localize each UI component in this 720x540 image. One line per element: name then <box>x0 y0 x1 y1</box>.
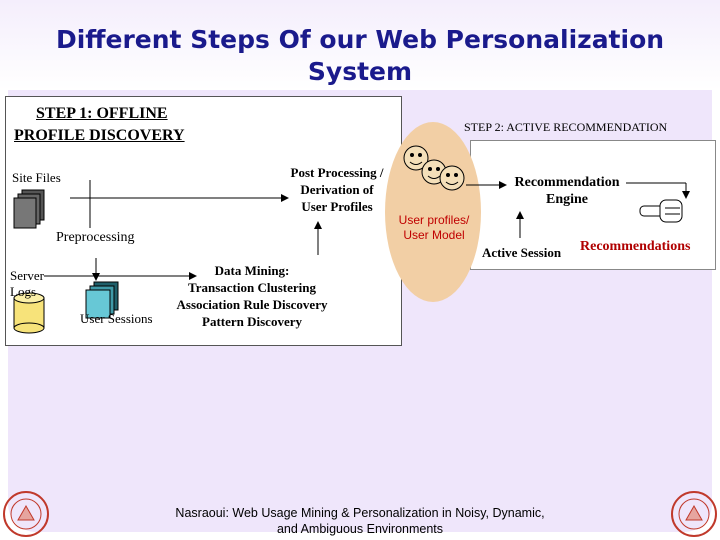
server-cylinder-icon <box>13 292 45 334</box>
step2-heading: STEP 2: ACTIVE RECOMMENDATION <box>464 120 668 134</box>
step1-panel <box>5 96 402 346</box>
data-mining-line4: Pattern Discovery <box>202 314 302 329</box>
footer-citation: Nasraoui: Web Usage Mining & Personaliza… <box>160 505 560 537</box>
user-model-label: User profiles/ User Model <box>388 213 480 243</box>
server-logs-line1: Server <box>10 268 44 283</box>
recommendations-label: Recommendations <box>580 239 691 254</box>
university-seal-icon <box>671 491 717 537</box>
arrow-engine-to-recommendations <box>626 182 690 199</box>
server-logs-label: Server Logs <box>10 268 44 300</box>
pointing-hand-icon <box>639 199 683 223</box>
data-mining-line3: Association Rule Discovery <box>176 297 328 312</box>
user-model-line2: User Model <box>403 228 465 242</box>
user-sessions-stack-icon <box>85 281 119 319</box>
footer-line1: Nasraoui: Web Usage Mining & Personaliza… <box>175 506 545 520</box>
post-processing-line1: Post Processing / <box>290 165 384 180</box>
post-processing-line3: User Profiles <box>301 199 373 214</box>
data-mining-line2: Transaction Clustering <box>188 280 316 295</box>
step1-heading-line1: STEP 1: OFFLINE <box>36 105 168 122</box>
data-mining-line1: Data Mining: <box>214 263 290 278</box>
engine-line1: Recommendation <box>514 175 620 190</box>
recommendation-engine-label: Recommendation Engine <box>506 174 628 208</box>
post-processing-line2: Derivation of <box>300 182 374 197</box>
post-processing-label: Post Processing / Derivation of User Pro… <box>282 164 392 215</box>
engine-line2: Engine <box>545 192 588 207</box>
active-session-label: Active Session <box>482 245 562 260</box>
preprocessing-label: Preprocessing <box>56 230 135 245</box>
arrow-site-files-to-preprocessing <box>70 180 289 228</box>
title-band <box>0 0 720 90</box>
footer-line2: and Ambiguous Environments <box>276 522 444 536</box>
server-logs-line2: Logs <box>10 284 36 299</box>
slide-title: Different Steps Of our Web Personalizati… <box>0 24 720 88</box>
user-faces-icon <box>403 145 465 191</box>
slide-title-line2: System <box>307 57 413 86</box>
user-sessions-label: User Sessions <box>80 311 153 326</box>
data-mining-label: Data Mining: Transaction Clustering Asso… <box>164 262 340 330</box>
step1-heading-line2: PROFILE DISCOVERY <box>14 127 185 144</box>
university-seal-icon <box>3 491 49 537</box>
site-files-stack-icon <box>13 189 45 229</box>
site-files-label: Site Files <box>12 170 61 185</box>
user-model-line1: User profiles/ <box>398 213 470 227</box>
slide-title-line1: Different Steps Of our Web Personalizati… <box>55 25 665 54</box>
user-model-ellipse <box>385 122 481 302</box>
